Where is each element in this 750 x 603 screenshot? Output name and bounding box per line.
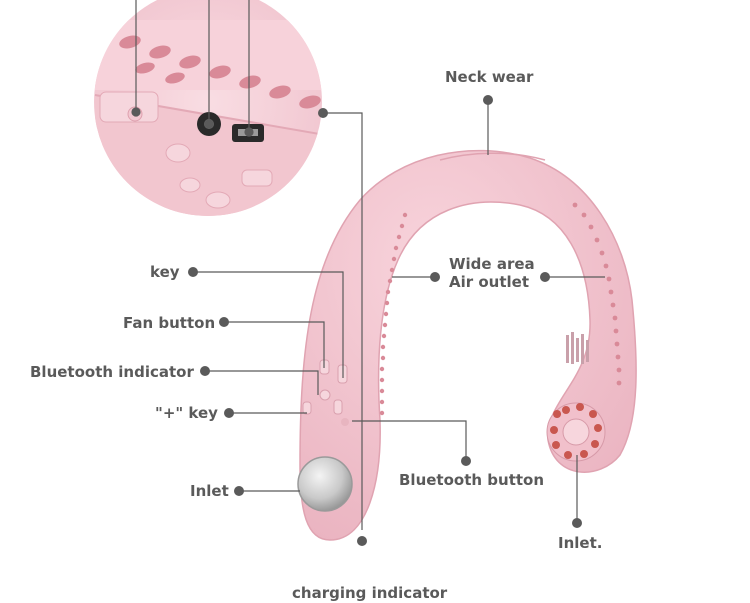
label-inlet-right: Inlet.: [558, 534, 603, 552]
label-plus-key: "+" key: [155, 404, 218, 422]
label-key: key: [150, 263, 180, 281]
zoom-detail-circle: [94, 0, 322, 216]
label-charging-indicator: charging indicator: [292, 584, 448, 602]
zoom-callout-lines: [131, 0, 254, 137]
left-inlet-disc: [297, 456, 353, 512]
callout-lines: [193, 100, 605, 530]
right-inlet-grill: [546, 402, 606, 462]
label-neck-wear: Neck wear: [445, 68, 534, 86]
label-fan-button: Fan button: [123, 314, 216, 332]
label-bluetooth-button: Bluetooth button: [399, 471, 545, 489]
label-inlet-left: Inlet: [190, 482, 229, 500]
label-wide-area-line1: Wide area: [449, 255, 535, 273]
label-wide-area-line2: Air outlet: [449, 273, 530, 291]
callout-dots: [188, 95, 582, 546]
label-bluetooth-indicator: Bluetooth indicator: [30, 363, 194, 381]
